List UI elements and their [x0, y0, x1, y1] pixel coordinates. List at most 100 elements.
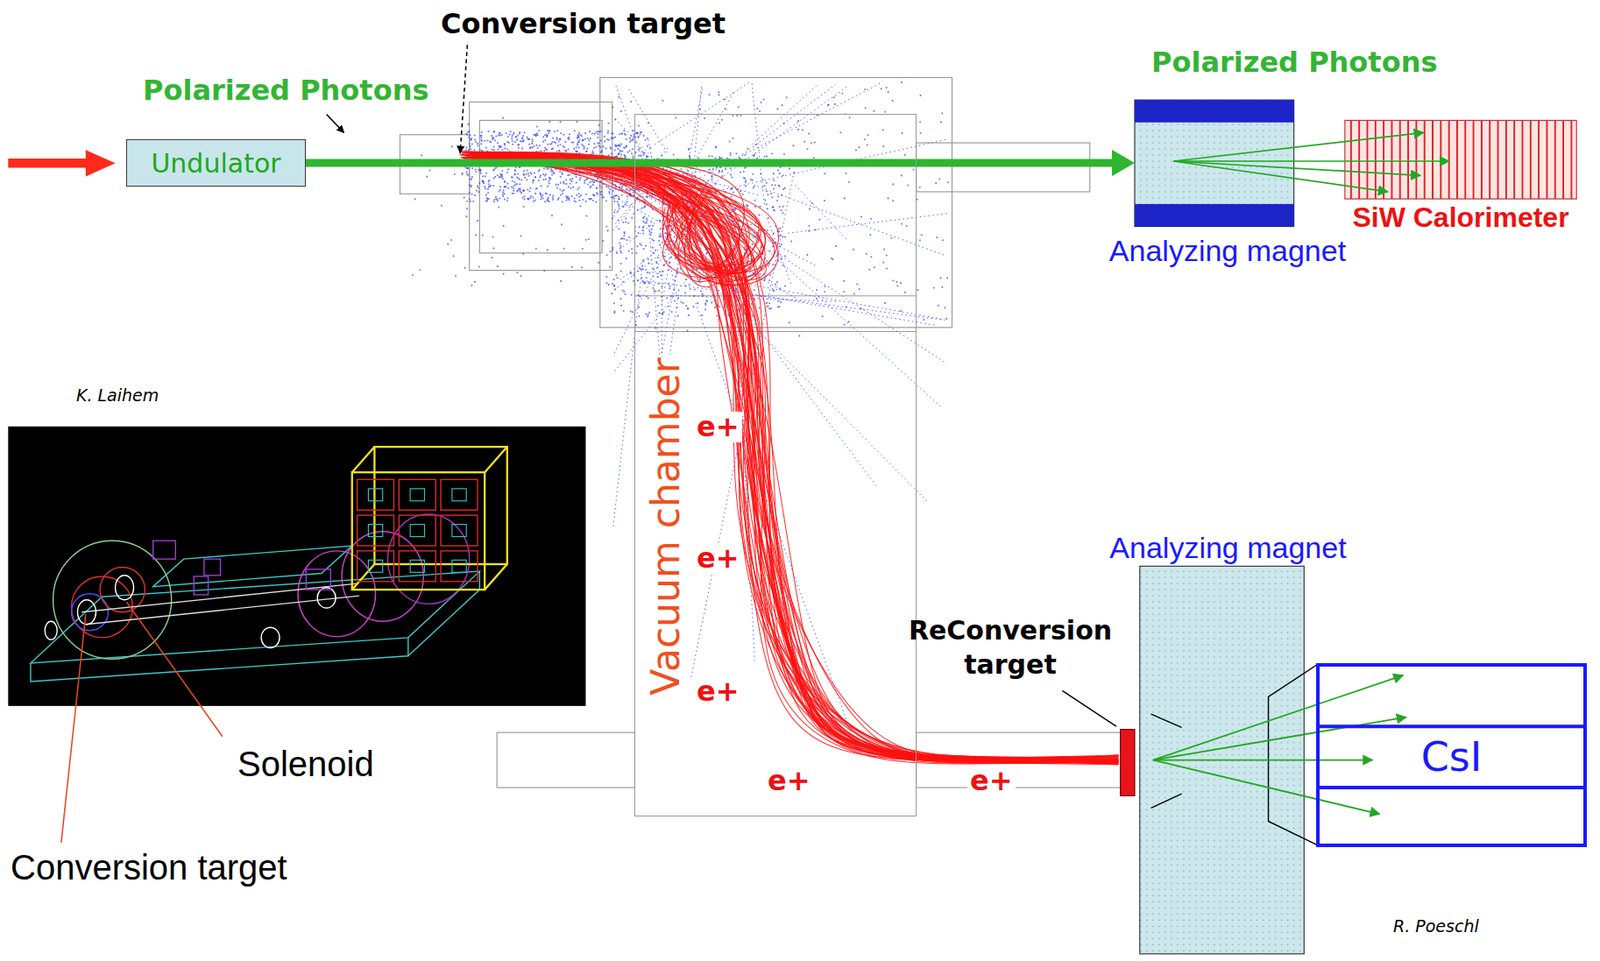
hit-dot [658, 270, 661, 273]
hit-dot [757, 213, 760, 216]
hit-dot [671, 295, 673, 298]
hit-dot [639, 295, 642, 298]
hit-dot [663, 263, 666, 266]
hit-dot [715, 145, 717, 148]
hit-dot [843, 324, 846, 326]
hit-dot [476, 142, 479, 145]
hit-dot [480, 172, 482, 175]
hit-dot [502, 191, 504, 194]
hit-dot [474, 141, 477, 143]
hit-dot [511, 176, 514, 179]
hit-dot [530, 195, 532, 198]
hit-dot [557, 144, 560, 147]
hit-dot [767, 265, 770, 268]
hit-dot [493, 200, 496, 203]
hit-dot [467, 123, 469, 126]
hit-dot [480, 136, 482, 139]
hit-dot [623, 154, 625, 156]
hit-dot [906, 184, 909, 186]
hit-dot [892, 99, 894, 102]
target-housing [469, 101, 613, 270]
hit-dot [485, 200, 488, 203]
hit-dot [483, 140, 486, 142]
hit-dot [581, 247, 584, 250]
hit-dot [711, 155, 714, 157]
hit-dot [559, 188, 561, 191]
hit-dot [540, 196, 543, 199]
hit-dot [743, 167, 746, 170]
hit-dot [605, 282, 608, 284]
hit-dot [599, 184, 602, 187]
hit-dot [625, 200, 628, 203]
hit-dot [623, 129, 625, 132]
hit-dot [538, 176, 541, 178]
hit-dot [696, 277, 699, 280]
hit-dot [647, 313, 650, 316]
hit-dot [782, 174, 785, 177]
hit-dot [481, 149, 483, 152]
hit-dot [601, 149, 603, 152]
hit-dot [919, 186, 921, 189]
hit-dot [916, 289, 919, 291]
hit-dot [470, 178, 473, 181]
hit-dot [779, 209, 782, 212]
hit-dot [516, 190, 518, 192]
hit-dot [510, 134, 513, 137]
hit-dot [497, 206, 500, 209]
hit-dot [938, 177, 941, 180]
hit-dot [752, 186, 755, 189]
hit-dot [591, 149, 594, 152]
hit-dot [568, 174, 571, 177]
target-housing-inner [479, 120, 602, 253]
hit-dot [489, 141, 492, 143]
hit-dot [550, 142, 553, 145]
hit-dot [503, 180, 506, 183]
side-pipe [496, 732, 635, 788]
hit-dot [480, 134, 482, 137]
hit-dot [643, 152, 645, 155]
hit-dot [618, 133, 621, 135]
hit-dot [857, 146, 860, 149]
hit-dot [624, 220, 627, 223]
hit-dot [509, 130, 512, 133]
hit-dot [781, 235, 784, 238]
hit-dot [494, 176, 496, 178]
hit-dot [689, 288, 692, 291]
hit-dot [630, 311, 632, 313]
hit-dot [559, 182, 562, 185]
hit-dot [646, 316, 649, 319]
hit-dot [486, 139, 489, 142]
hit-dot [501, 134, 503, 136]
hit-dot [578, 199, 581, 202]
hit-dot [617, 96, 620, 99]
hit-dot [708, 169, 711, 171]
hit-dot [751, 243, 754, 246]
hit-dot [605, 185, 608, 188]
hit-dot [539, 198, 542, 200]
hit-dot [587, 143, 590, 146]
hit-dot [478, 182, 481, 185]
hit-dot [770, 192, 772, 195]
hit-dot [572, 141, 574, 143]
hit-dot [558, 149, 560, 152]
hit-dot [873, 266, 876, 269]
hit-dot [887, 197, 890, 199]
hit-dot [644, 139, 647, 142]
hit-dot [576, 137, 579, 140]
hit-dot [620, 153, 623, 156]
hit-dot [488, 183, 490, 185]
hit-dot [665, 260, 668, 262]
hit-dot [531, 181, 534, 184]
hit-dot [612, 190, 615, 192]
hit-dot [546, 168, 549, 170]
hit-dot [566, 148, 569, 151]
hit-dot [658, 240, 660, 242]
hit-dot [523, 198, 525, 200]
hit-dot [707, 155, 710, 157]
hit-dot [718, 305, 721, 308]
hit-dot [545, 173, 547, 176]
hit-dot [623, 146, 626, 149]
hit-dot [608, 191, 610, 193]
hit-dot [729, 140, 731, 142]
hit-dot [900, 174, 903, 177]
